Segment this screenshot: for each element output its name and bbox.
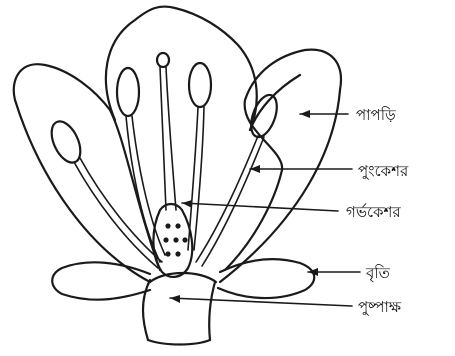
label-sepal: বৃতি [365,264,391,283]
filament [126,116,160,262]
label-pistil: গর্ভকেশর [346,203,401,221]
filament [74,162,158,268]
petal-right [220,50,341,282]
filament [202,137,264,266]
ovule [182,237,187,242]
pointer-receptacle [170,298,352,306]
sepal-right [218,259,314,298]
label-receptacle: পুষ্পাক্ষ [358,298,402,316]
labels: পাপড়ি পুংকেশর গর্ভকেশর বৃতি পুষ্পাক্ষ [346,106,409,316]
style [160,67,166,210]
anther [189,63,211,107]
sepal-left [52,262,150,299]
stalk-base [148,340,210,345]
ovule [175,223,180,228]
pistil [153,53,192,277]
anther [246,92,282,141]
receptacle-body [143,280,150,340]
filament [194,107,204,250]
ovule [175,251,180,256]
anther [117,68,139,116]
label-petal: পাপড়ি [356,106,396,124]
ovule [165,251,170,256]
arrowhead-petal [300,110,310,118]
ovules [163,223,187,256]
ovule [165,223,170,228]
arrowhead-receptacle [170,295,180,303]
arrowhead-pistil [182,200,192,208]
ovule [163,237,168,242]
pointer-pistil [182,203,338,211]
receptacle-body [209,282,215,340]
ovule [173,237,178,242]
label-stamen: পুংকেশর [358,162,409,180]
receptacle [143,273,216,345]
style [166,67,176,210]
stigma [157,53,169,67]
sepals [52,259,314,300]
